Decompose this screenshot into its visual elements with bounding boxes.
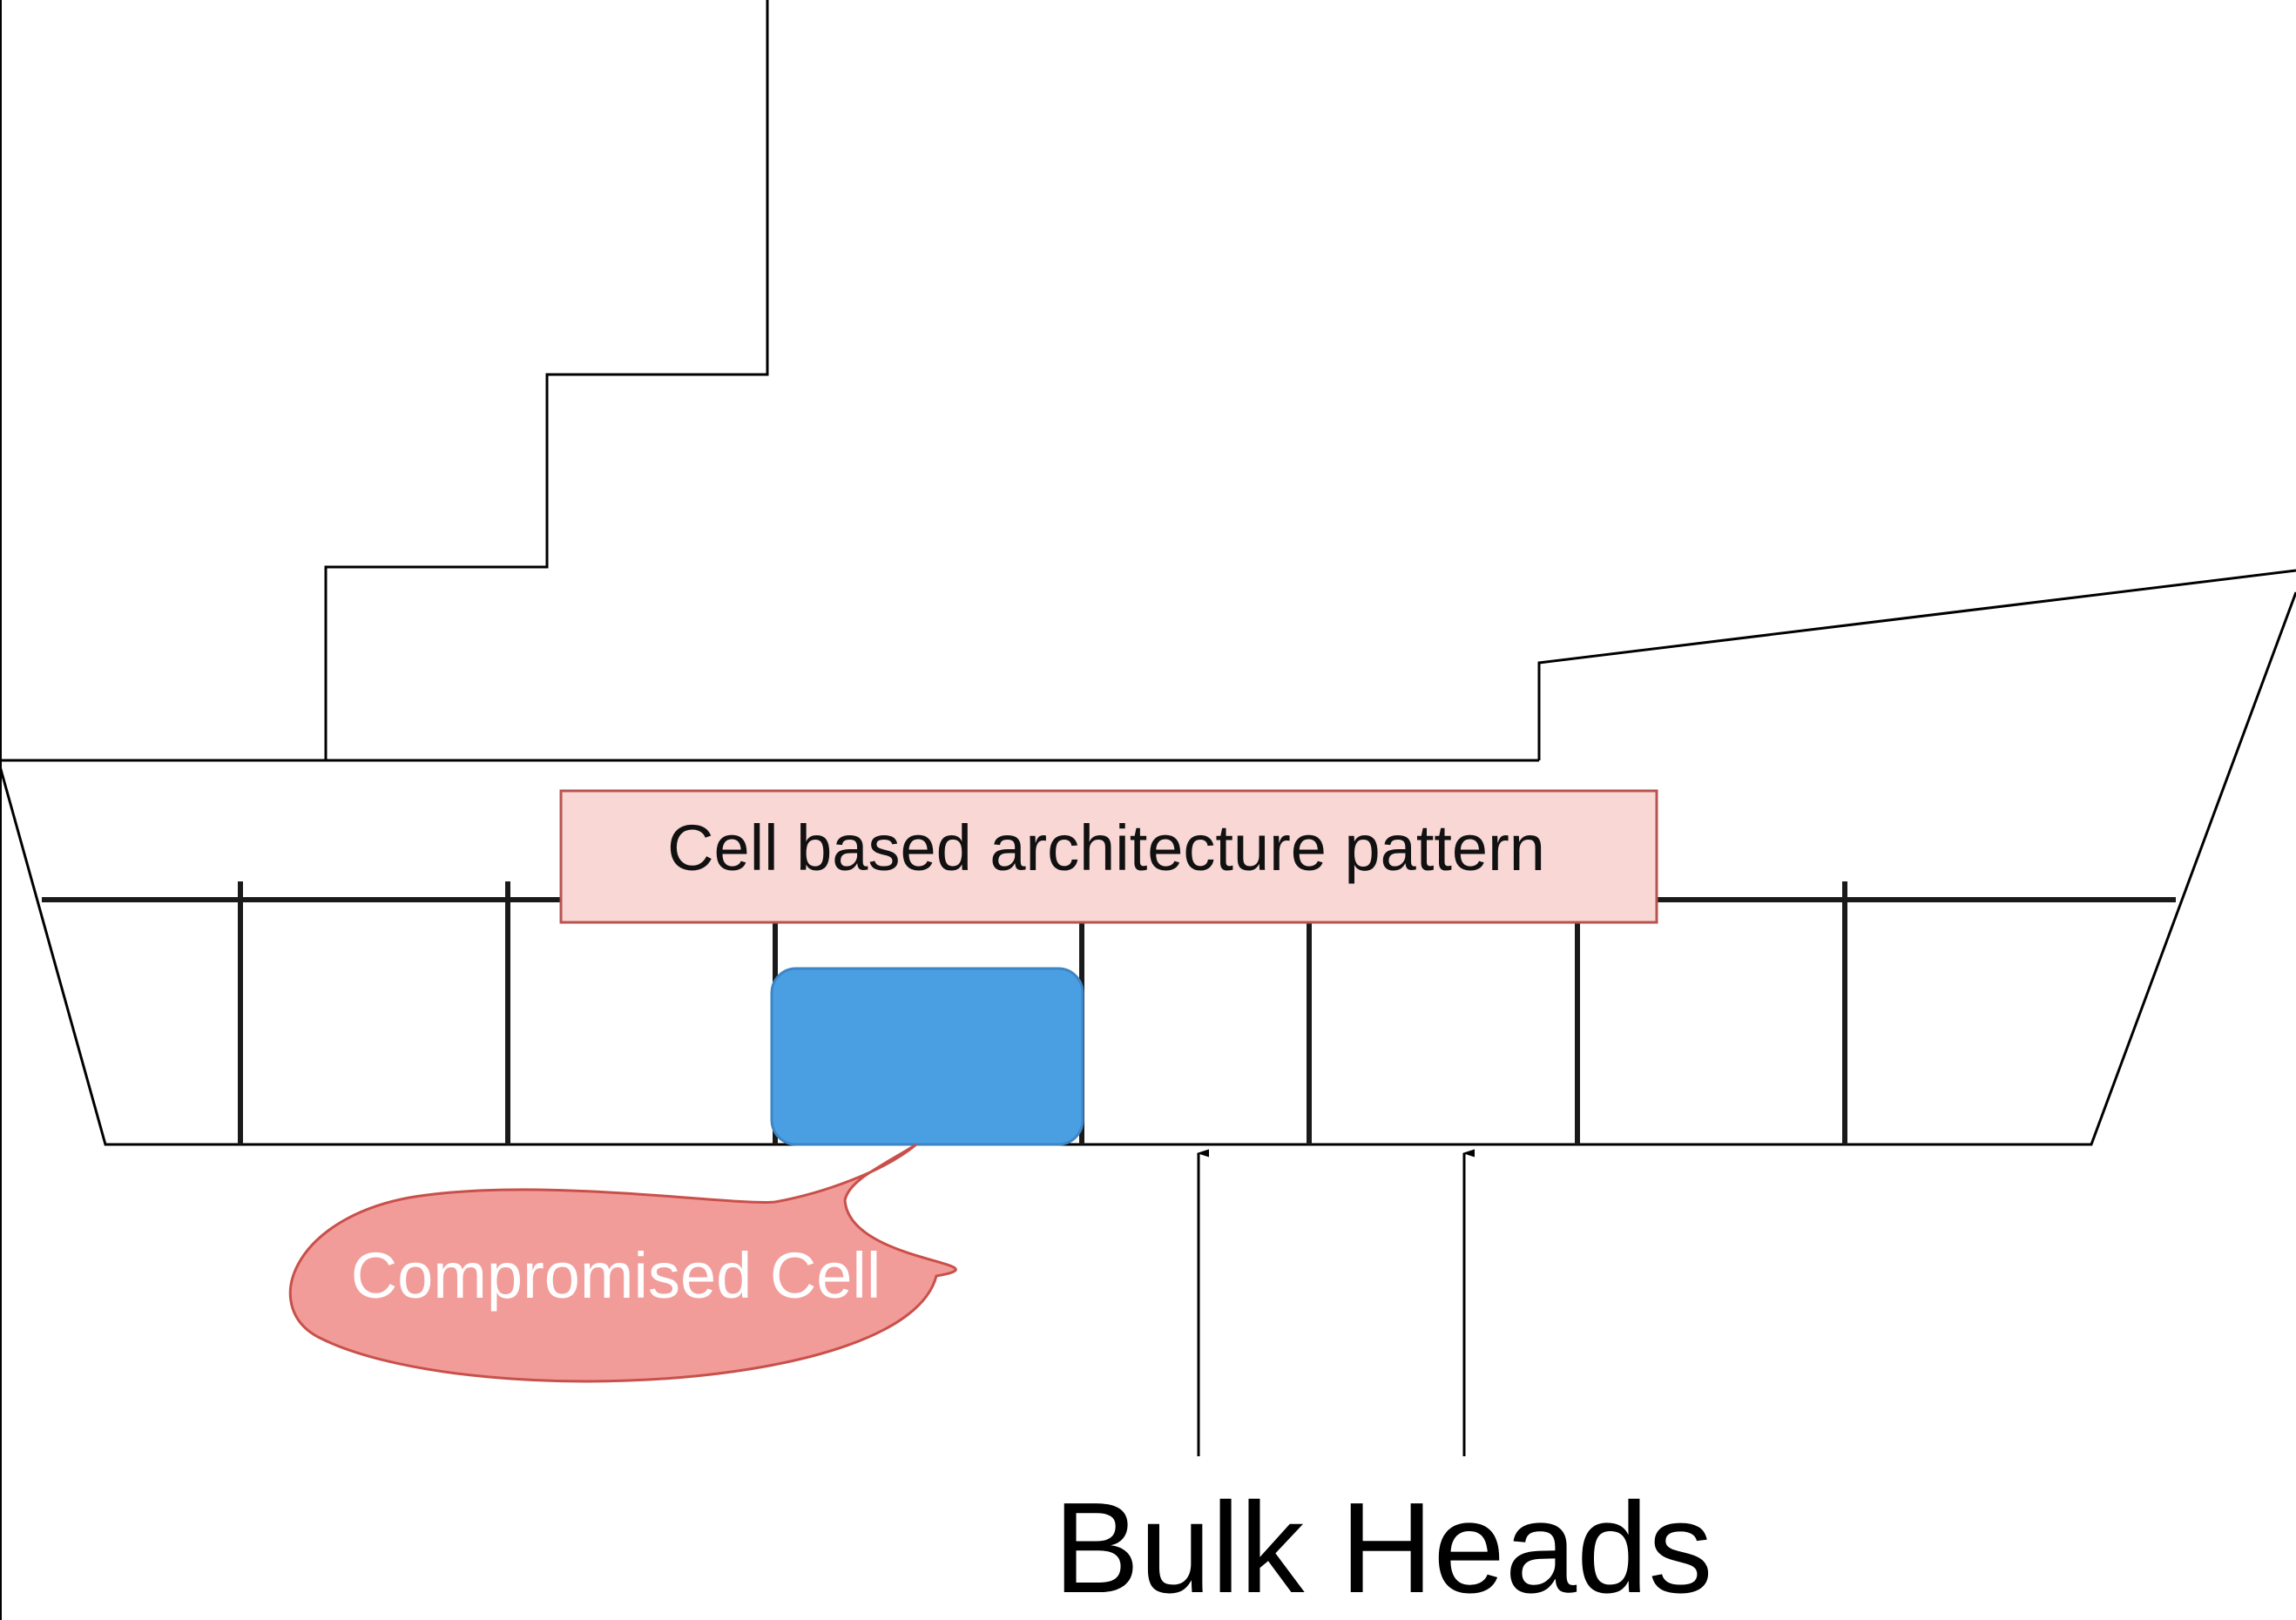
title-text: Cell based architecture pattern	[667, 812, 1545, 884]
ship-bow-deck	[1537, 569, 2296, 760]
bulkhead-dividers	[238, 881, 1847, 1144]
compromised-cell-block[interactable]	[770, 967, 1084, 1146]
compromised-cell-label: Compromised Cell	[351, 1239, 881, 1312]
ship-hull	[0, 591, 2296, 1146]
bulkheads-label: Bulk Heads	[1054, 1476, 1713, 1620]
compromised-cell-callout[interactable]	[288, 1143, 957, 1383]
title-box[interactable]	[559, 789, 1658, 924]
ship-superstructure	[324, 0, 769, 760]
